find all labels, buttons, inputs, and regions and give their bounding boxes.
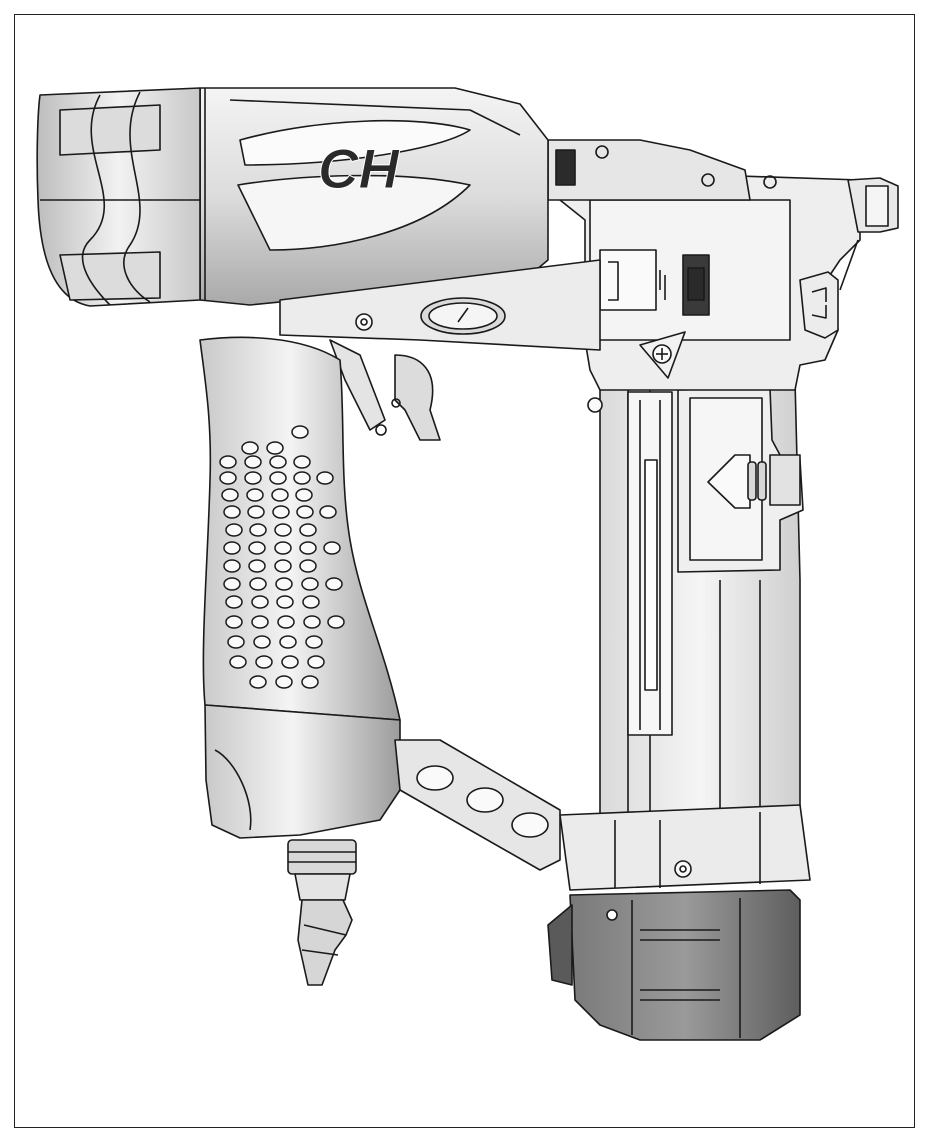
grip-dot <box>307 655 325 669</box>
grip-dot <box>301 675 319 689</box>
grip-dot <box>219 471 237 485</box>
frame-arm <box>279 259 601 351</box>
grip-dot <box>299 559 317 573</box>
grip-dot <box>327 615 345 629</box>
grip-dot <box>302 595 320 609</box>
grip-dot <box>223 541 241 555</box>
air-fitting <box>287 839 357 986</box>
grip-base <box>204 704 401 839</box>
grip-dot <box>223 577 241 591</box>
grip-dot <box>295 488 313 502</box>
grip-dot <box>246 488 264 502</box>
grip-dot <box>244 471 262 485</box>
grip-dot <box>223 505 241 519</box>
grip-dot <box>293 471 311 485</box>
lower-bracket <box>394 739 811 891</box>
grip-dot <box>303 615 321 629</box>
grip-dot <box>253 635 271 649</box>
grip-dot <box>269 471 287 485</box>
grip-dot <box>299 541 317 555</box>
grip-dot <box>276 595 294 609</box>
magazine-latch <box>677 387 804 573</box>
grip-dot <box>301 577 319 591</box>
grip-dot <box>296 505 314 519</box>
grip-dot <box>299 523 317 537</box>
grip-dot <box>274 541 292 555</box>
grip-dot <box>248 541 266 555</box>
grip-dot <box>274 559 292 573</box>
grip-dot <box>225 595 243 609</box>
grip-texture <box>219 425 345 689</box>
grip-dot <box>219 455 237 469</box>
grip-dot <box>251 615 269 629</box>
grip-dot <box>247 505 265 519</box>
grip-dot <box>225 523 243 537</box>
grip-dot <box>241 441 259 455</box>
grip-dot <box>275 577 293 591</box>
grip-dot <box>221 488 239 502</box>
grip-dot <box>291 425 309 439</box>
grip-dot <box>277 615 295 629</box>
brand-logo: CH <box>318 137 400 200</box>
grip-dot <box>248 559 266 573</box>
grip-dot <box>269 455 287 469</box>
grip-dot <box>274 523 292 537</box>
grip-dot <box>229 655 247 669</box>
grip-dot <box>293 455 311 469</box>
grip-dot <box>323 541 341 555</box>
grip-dot <box>272 505 290 519</box>
grip-dot <box>255 655 273 669</box>
grip-dot <box>251 595 269 609</box>
grip-dot <box>244 455 262 469</box>
nose-assembly <box>547 139 899 413</box>
grip-dot <box>305 635 323 649</box>
grip-dot <box>271 488 289 502</box>
grip-dot <box>249 675 267 689</box>
grip-dot <box>319 505 337 519</box>
grip-dot <box>227 635 245 649</box>
contact-foot <box>547 889 801 1041</box>
grip-dot <box>249 523 267 537</box>
grip-dot <box>316 471 334 485</box>
trigger <box>329 339 441 441</box>
grip-dot <box>325 577 343 591</box>
grip-dot <box>275 675 293 689</box>
grip-dot <box>225 615 243 629</box>
grip-dot <box>266 441 284 455</box>
end-cap <box>36 87 201 307</box>
grip-dot <box>249 577 267 591</box>
grip-dot <box>279 635 297 649</box>
grip-dot <box>223 559 241 573</box>
grip-dot <box>281 655 299 669</box>
